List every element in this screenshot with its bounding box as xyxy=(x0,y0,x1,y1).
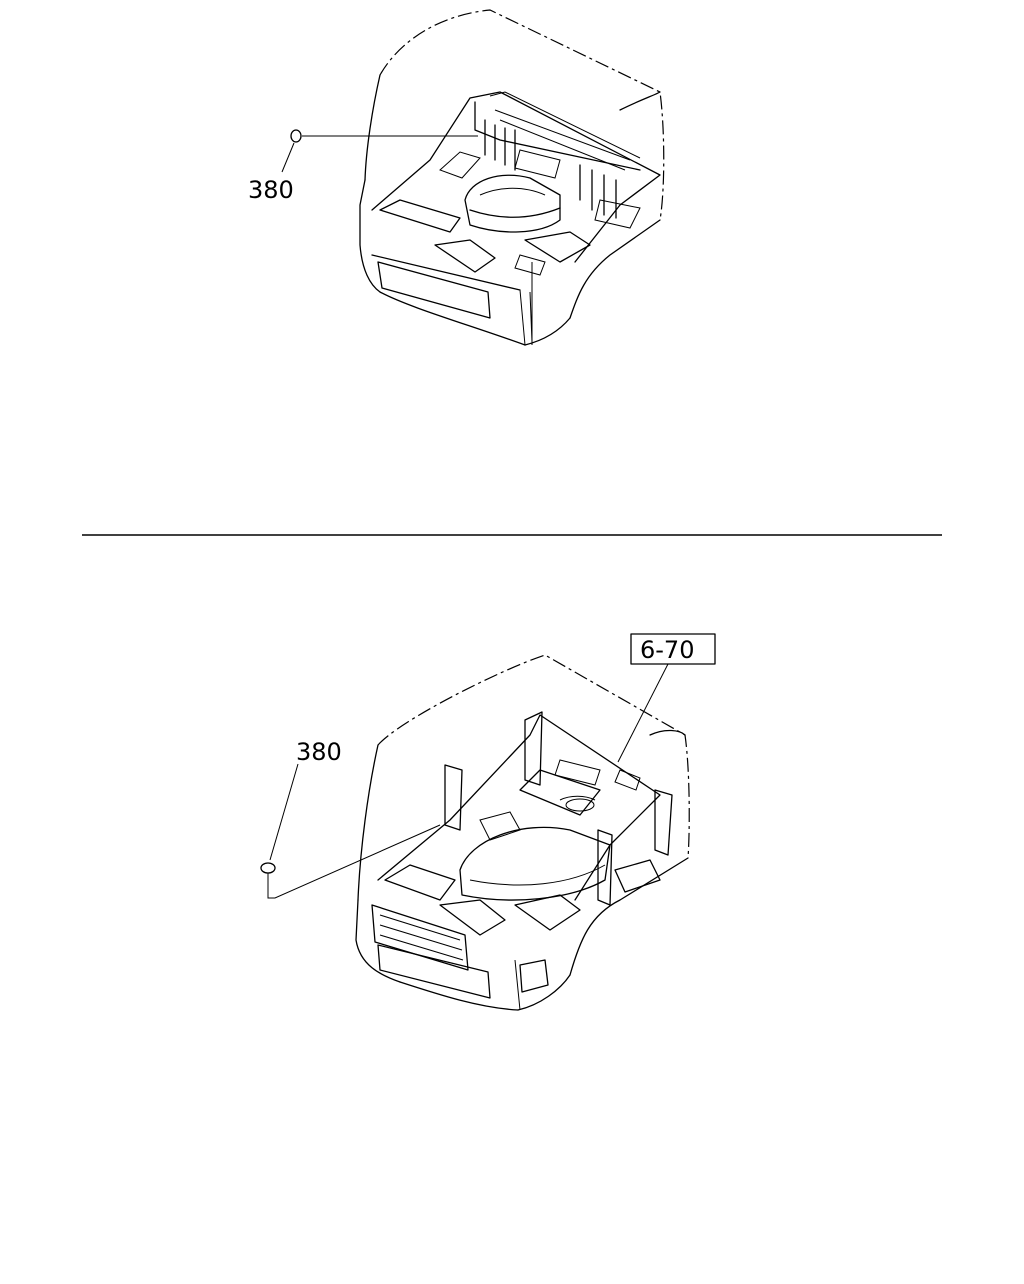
bottom-part-number-label: 380 xyxy=(296,738,342,766)
top-cab-illustration xyxy=(359,9,665,346)
grommet-symbol-icon xyxy=(290,129,302,143)
bottom-cab-illustration xyxy=(355,654,690,1011)
reference-6-70: 6-70 xyxy=(617,633,716,763)
bottom-leader-line xyxy=(267,824,441,899)
reference-label: 6-70 xyxy=(640,636,694,664)
reference-leader-line xyxy=(617,663,669,763)
reference-box xyxy=(630,633,716,665)
top-label-leader xyxy=(281,142,295,173)
bottom-callout-380: 380 xyxy=(260,738,441,899)
top-callout-380: 380 xyxy=(248,129,478,204)
grommet-symbol-icon xyxy=(260,862,276,874)
top-part-number-label: 380 xyxy=(248,176,294,204)
bottom-label-leader xyxy=(269,763,299,861)
